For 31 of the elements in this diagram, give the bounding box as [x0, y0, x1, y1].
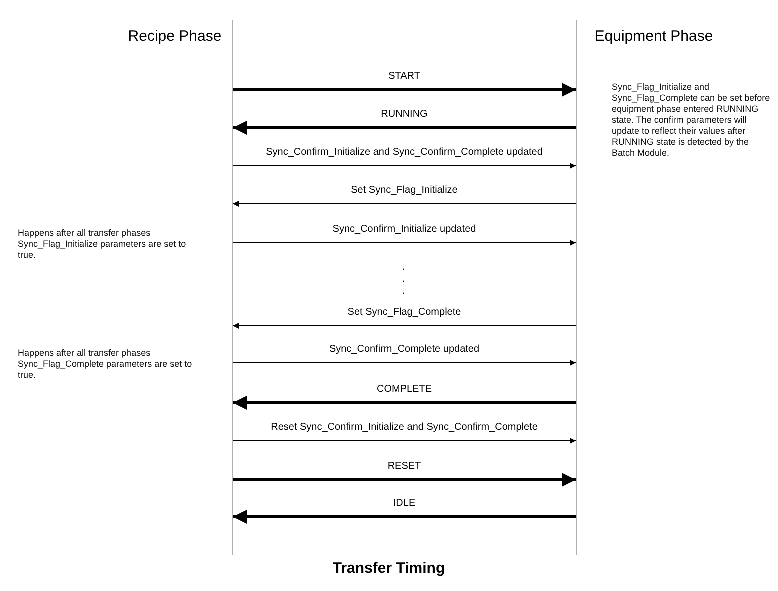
message-arrow	[232, 240, 576, 246]
message-arrow	[233, 473, 576, 487]
ellipsis-dot: .	[402, 274, 406, 285]
message-label: Set Sync_Flag_Initialize	[349, 185, 460, 196]
message-label: IDLE	[391, 498, 418, 509]
message-label: RESET	[386, 461, 424, 472]
message-arrow	[232, 201, 576, 207]
message-arrow	[233, 510, 576, 524]
message-label: COMPLETE	[375, 384, 434, 395]
message-arrow	[233, 396, 576, 410]
message-label: Reset Sync_Confirm_Initialize and Sync_Confirm_Complete	[269, 422, 540, 433]
message-arrow	[232, 438, 576, 444]
ellipsis-dot: .	[402, 286, 406, 297]
message-arrow	[232, 323, 576, 329]
participant-heading: Equipment Phase	[594, 28, 714, 45]
message-arrow	[233, 83, 576, 97]
message-arrow	[233, 121, 576, 135]
message-arrow	[232, 360, 576, 366]
message-label: Sync_Confirm_Complete updated	[327, 344, 482, 355]
note-text: Sync_Flag_Initialize and Sync_Flag_Complete can be set before equipment phase entered RUNNING state. The confirm parameters will update to reflect their values after RUNNING state is detected by the Batch Module.	[612, 82, 772, 159]
note-text: Happens after all transfer phases Sync_Flag_Initialize parameters are set to true.	[18, 228, 188, 261]
message-label: RUNNING	[379, 109, 430, 120]
message-label: Sync_Confirm_Initialize updated	[330, 224, 478, 235]
message-label: Sync_Confirm_Initialize and Sync_Confirm_Complete updated	[264, 147, 545, 158]
message-arrow	[232, 163, 576, 169]
participant-heading: Recipe Phase	[127, 28, 223, 45]
diagram-caption: Transfer Timing	[332, 560, 446, 577]
message-label: Set Sync_Flag_Complete	[346, 307, 464, 318]
message-label: START	[386, 71, 422, 82]
note-text: Happens after all transfer phases Sync_Flag_Complete parameters are set to true.	[18, 348, 193, 381]
ellipsis-dot: .	[402, 262, 406, 273]
